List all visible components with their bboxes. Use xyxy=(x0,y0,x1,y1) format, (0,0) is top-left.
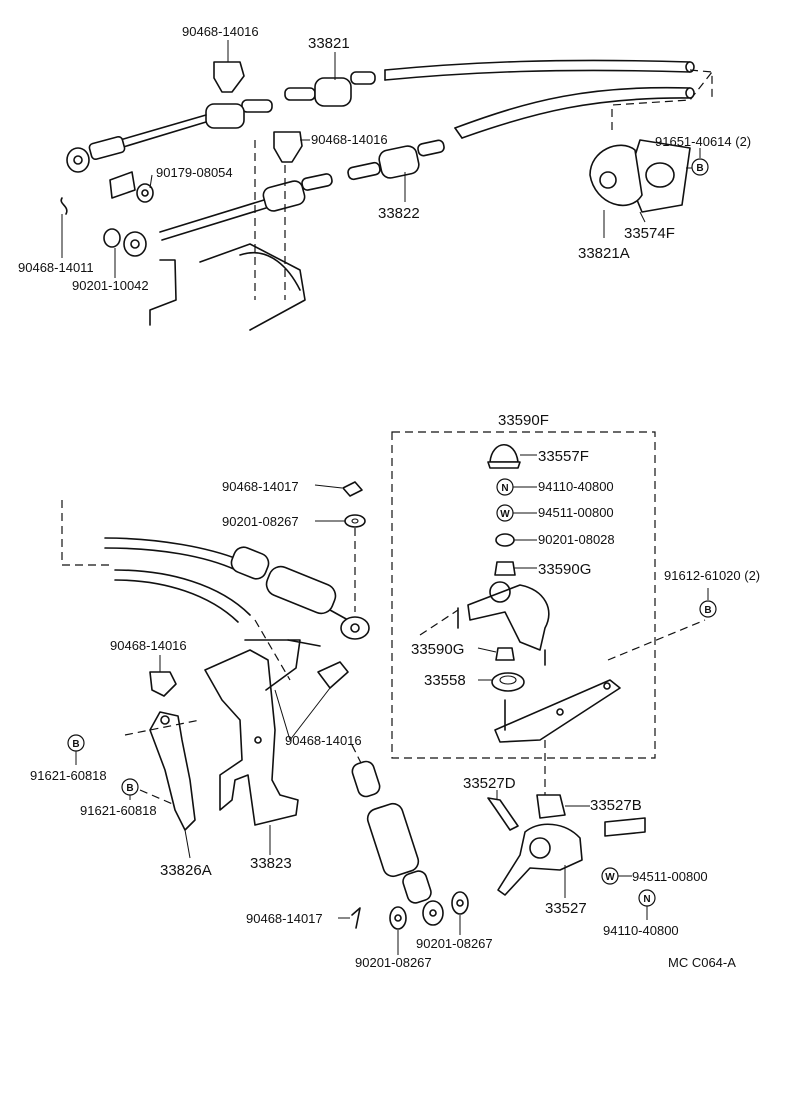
svg-text:N: N xyxy=(643,894,650,905)
part-label-33574F: 33574F xyxy=(624,225,675,242)
part-label-33527B: 33527B xyxy=(590,797,642,814)
part-label-33823: 33823 xyxy=(250,855,292,872)
part-label-90179-08054: 90179-08054 xyxy=(156,165,233,180)
bolt-b-badge-1: B xyxy=(691,158,709,176)
part-label-94511-00800-upper: 94511-00800 xyxy=(538,505,614,520)
part-label-33821: 33821 xyxy=(308,35,350,52)
part-label-91621-60818-a: 91621-60818 xyxy=(30,768,107,783)
part-label-33590G-lower: 33590G xyxy=(411,641,464,658)
part-label-90468-14017-upper: 90468-14017 xyxy=(222,479,299,494)
part-label-94511-00800-lower: 94511-00800 xyxy=(632,869,708,884)
washer-w-badge-2: W xyxy=(601,867,619,885)
upper-cable-assembly xyxy=(60,59,713,331)
part-label-90201-10042: 90201-10042 xyxy=(72,278,149,293)
part-label-33590G-upper: 33590G xyxy=(538,561,591,578)
part-label-90468-14016-top: 90468-14016 xyxy=(182,24,259,39)
part-label-90201-08028: 90201-08028 xyxy=(538,532,615,547)
part-label-90468-14017-lower: 90468-14017 xyxy=(246,911,323,926)
nut-n-badge-1: N xyxy=(496,478,514,496)
svg-text:B: B xyxy=(696,163,703,174)
part-label-33822: 33822 xyxy=(378,205,420,222)
upper-leader-lines xyxy=(61,40,701,278)
part-label-90468-14016-upper-mid: 90468-14016 xyxy=(311,132,388,147)
svg-text:B: B xyxy=(704,605,711,616)
part-label-90201-08267-lower-b: 90201-08267 xyxy=(416,936,493,951)
part-label-91651-40614: 91651-40614 (2) xyxy=(655,134,751,149)
part-label-91612-61020: 91612-61020 (2) xyxy=(664,568,760,583)
lower-linkage-assembly xyxy=(61,431,706,930)
part-label-94110-40800-upper: 94110-40800 xyxy=(538,479,614,494)
part-label-90468-14016-center: 90468-14016 xyxy=(285,733,362,748)
part-label-94110-40800-lower: 94110-40800 xyxy=(603,923,679,938)
part-label-33557F: 33557F xyxy=(538,448,589,465)
nut-n-badge-2: N xyxy=(638,889,656,907)
part-label-33821A: 33821A xyxy=(578,245,630,262)
svg-text:W: W xyxy=(500,509,510,520)
svg-text:B: B xyxy=(72,739,79,750)
svg-text:N: N xyxy=(501,483,508,494)
part-label-33527: 33527 xyxy=(545,900,587,917)
catalog-code: MC C064-A xyxy=(668,955,736,970)
part-label-33558: 33558 xyxy=(424,672,466,689)
part-label-90468-14016-left: 90468-14016 xyxy=(110,638,187,653)
part-label-90201-08267-upper: 90201-08267 xyxy=(222,514,299,529)
part-label-33527D: 33527D xyxy=(463,775,516,792)
part-label-33590F: 33590F xyxy=(498,412,549,429)
washer-w-badge-1: W xyxy=(496,504,514,522)
bolt-b-badge-2: B xyxy=(699,600,717,618)
bolt-b-badge-3: B xyxy=(67,734,85,752)
part-label-91621-60818-b: 91621-60818 xyxy=(80,803,157,818)
lower-leader-lines xyxy=(75,454,709,955)
part-label-90201-08267-lower-a: 90201-08267 xyxy=(355,955,432,970)
part-label-33826A: 33826A xyxy=(160,862,212,879)
part-label-90468-14011: 90468-14011 xyxy=(18,260,94,275)
svg-text:W: W xyxy=(605,872,615,883)
svg-text:B: B xyxy=(126,783,133,794)
bolt-b-badge-4: B xyxy=(121,778,139,796)
